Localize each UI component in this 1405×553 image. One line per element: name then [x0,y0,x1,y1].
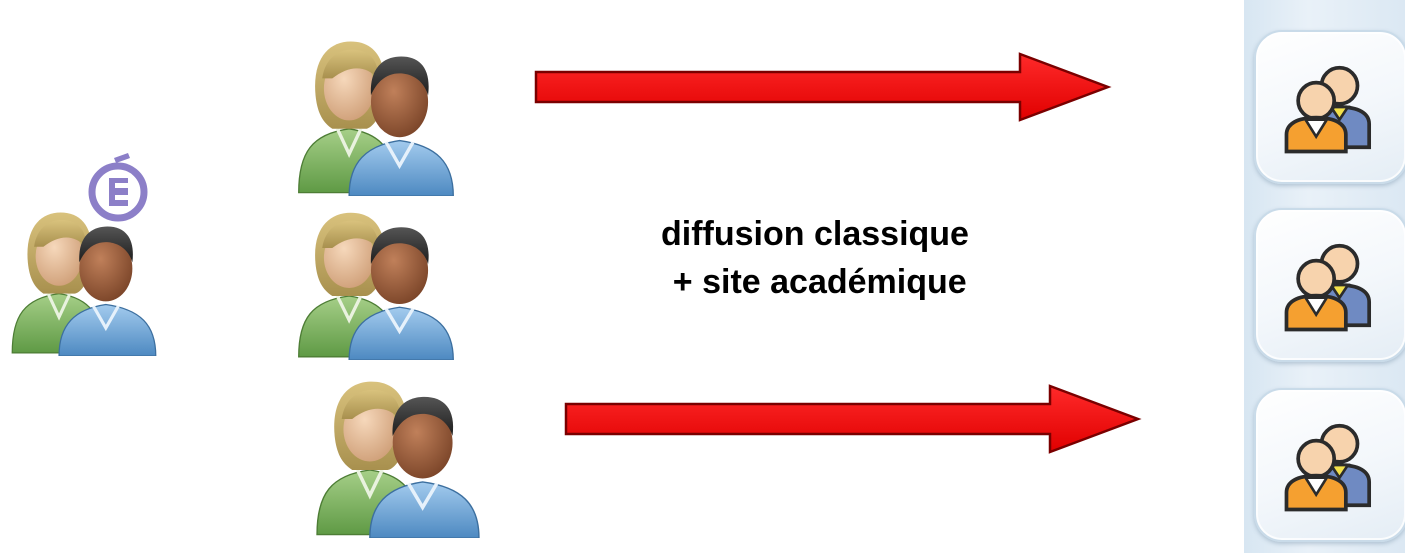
education-e-badge-shape [88,153,148,222]
diffusion-label-line-1: diffusion classique [661,215,969,253]
users-group-icon [292,200,460,360]
sender-group-3 [310,368,486,538]
users-group-icon [292,28,460,196]
contacts-icon [1278,232,1384,338]
sender-group-1 [292,28,460,196]
recipient-tile-3 [1254,388,1405,542]
recipient-tile-2 [1254,208,1405,362]
diffusion-label: diffusion classique + site académique [560,210,1070,306]
sender-group-2 [292,200,460,360]
arrow-right-icon [564,384,1142,454]
recipient-tile-1 [1254,30,1405,184]
users-group-icon [310,368,486,538]
diffusion-label-line-2: + site académique [663,263,967,301]
contacts-icon [1278,412,1384,518]
education-e-logo [82,152,154,224]
contacts-icon [1278,54,1384,160]
arrow-right-icon [534,52,1112,122]
